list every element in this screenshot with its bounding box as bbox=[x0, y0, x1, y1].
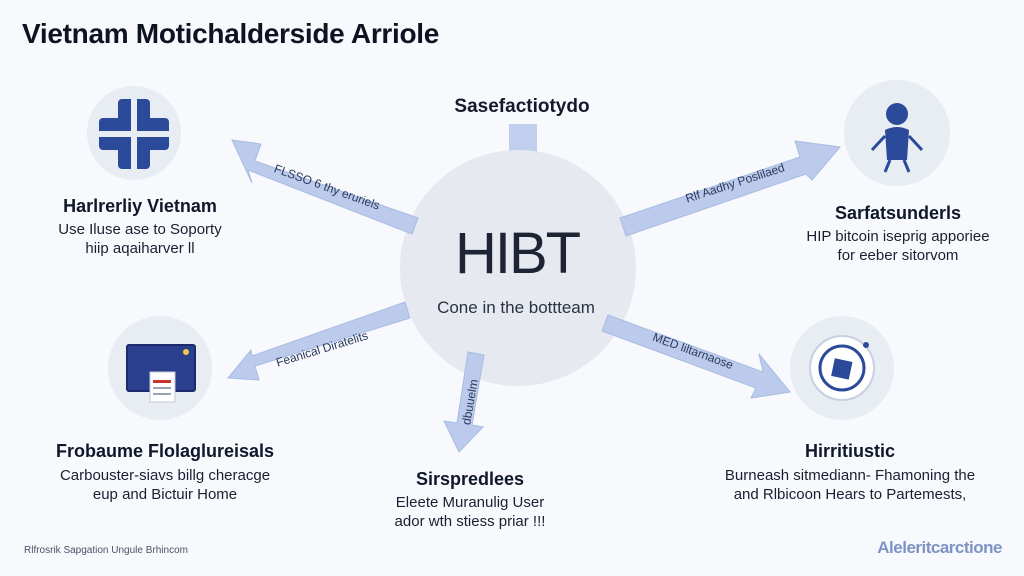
node-desc-mid-left: Carbouster-siavs billg cheracge eup and … bbox=[30, 466, 300, 504]
footer-left-caption: Rlfrosrik Sapgation Ungule Brhincom bbox=[24, 545, 188, 556]
node-desc-top-left: Use Iluse ase to Soporty hiip aqaiharver… bbox=[30, 220, 250, 258]
cross-icon bbox=[99, 99, 169, 169]
node-desc-line: eup and Bictuir Home bbox=[92, 486, 238, 503]
hub-title: HIBT bbox=[454, 221, 581, 286]
hub-circle bbox=[400, 150, 636, 386]
node-desc-line: ador wth stiess priar !!! bbox=[394, 513, 546, 530]
node-title-mid-left: Frobaume Flolaglureisals bbox=[55, 441, 275, 461]
arrow-to-top-left bbox=[231, 139, 419, 235]
node-desc-line: Eleete Muranulig User bbox=[395, 494, 545, 511]
node-desc-mid-right: Burneash sitmediann- Fhamoning the and R… bbox=[700, 466, 1000, 504]
node-desc-line: Carbouster-siavs billg cheracge bbox=[59, 467, 271, 484]
arrow-to-mid-left bbox=[226, 301, 411, 381]
node-desc-bottom: Eleete Muranulig User ador wth stiess pr… bbox=[360, 493, 580, 531]
top-label: Sasefactiotydo bbox=[454, 96, 590, 117]
page-title: Vietnam Motichalderside Arriole bbox=[22, 18, 440, 49]
node-desc-top-right: HIP bitcoin iseprig apporiee for eeber s… bbox=[778, 227, 1018, 265]
node-desc-line: hiip aqaiharver ll bbox=[85, 240, 195, 257]
node-desc-line: for eeber sitorvom bbox=[837, 247, 959, 264]
hub-subtitle: Cone in the bottteam bbox=[437, 298, 595, 317]
node-title-bottom: Sirspredlees bbox=[415, 469, 525, 489]
arrow-to-bottom bbox=[443, 351, 485, 453]
node-desc-line: and Rlbicoon Hears to Partemests, bbox=[733, 486, 967, 503]
crypto-coin-icon bbox=[809, 335, 875, 401]
node-desc-line: HIP bitcoin iseprig apporiee bbox=[806, 228, 990, 245]
node-desc-line: Use Iluse ase to Soporty bbox=[58, 221, 222, 238]
footer-brand-logo: Aleleritcarctione bbox=[877, 538, 1002, 557]
node-title-mid-right: Hirritiustic bbox=[804, 441, 896, 461]
arrow-to-mid-right bbox=[601, 314, 791, 399]
node-title-top-left: Harlrerliy Vietnam bbox=[63, 196, 217, 216]
node-desc-line: Burneash sitmediann- Fhamoning the bbox=[724, 467, 976, 484]
arrow-to-top-right bbox=[619, 140, 841, 237]
person-icon bbox=[870, 103, 924, 173]
node-title-top-right: Sarfatsunderls bbox=[834, 203, 962, 223]
monitor-icon bbox=[126, 344, 196, 403]
